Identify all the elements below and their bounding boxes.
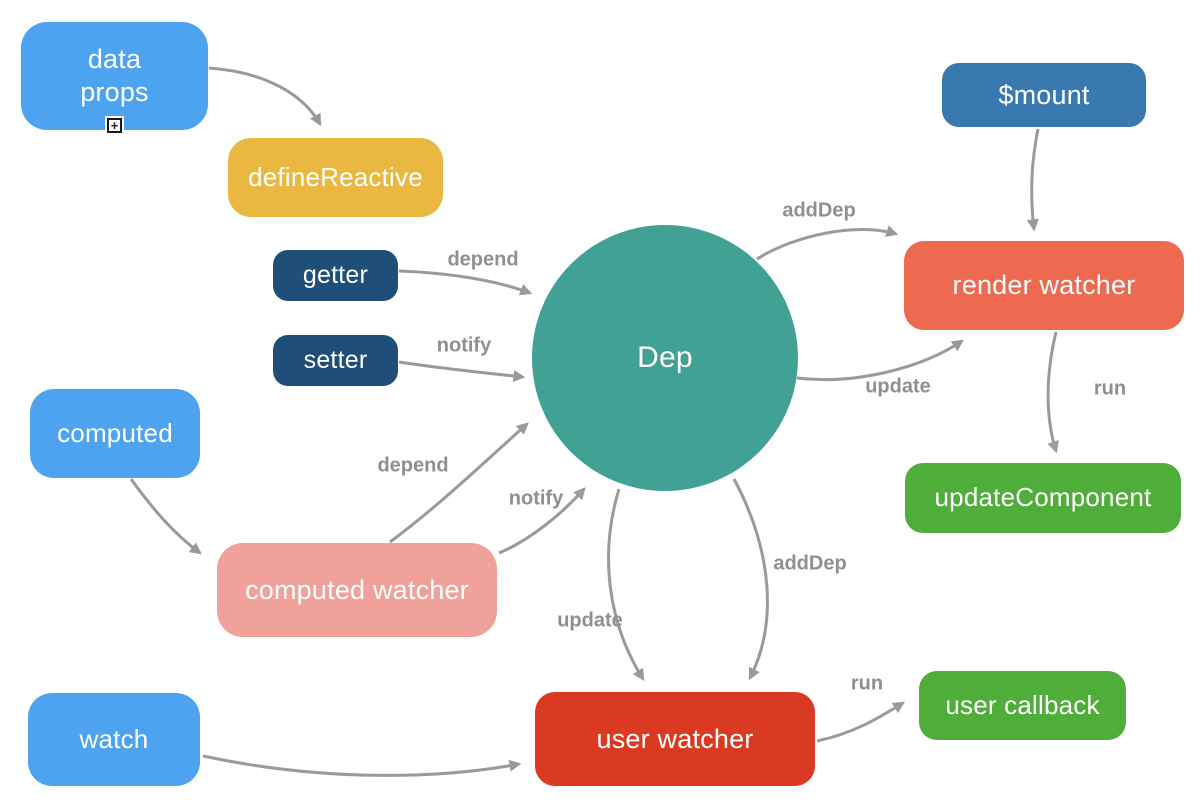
edge-label-user-update: update [557,609,623,632]
arrow-dep-to-render-watcher-update [796,339,964,382]
arrow-user-watcher-to-user-callback [816,701,906,743]
node-user-callback: user callback [919,671,1126,740]
node-define-reactive: defineReactive [228,138,443,217]
arrow-watch-to-user-watcher [202,754,522,777]
node-update-component: updateComponent [905,463,1181,533]
edge-label-user-run: run [850,672,884,695]
arrow-setter-to-dep [398,360,526,382]
node-render-watcher: render watcher [904,241,1184,330]
arrow-render-watcher-to-update-component [1046,331,1059,454]
node-watch: watch [28,693,200,786]
edge-label-render-run: run [1093,377,1127,400]
edge-label-user-adddep: addDep [773,552,847,575]
edge-label-setter-notify: notify [436,334,492,357]
edge-label-render-adddep: addDep [782,199,856,222]
expand-icon[interactable]: + [107,118,122,133]
node-computed: computed [30,389,200,478]
arrow-getter-to-dep [398,269,533,296]
node-setter: setter [273,335,398,386]
edge-label-computed-notify: notify [508,487,564,510]
edge-label-render-update: update [865,375,931,398]
node-dep: Dep [532,225,798,491]
node-mount: $mount [942,63,1146,127]
arrow-data-props-to-define-reactive [208,66,322,127]
arrow-mount-to-render-watcher [1026,128,1040,232]
edge-label-getter-depend: depend [447,248,519,271]
arrow-computed-to-computed-watcher [129,478,202,555]
node-data-props: data props [21,22,208,130]
node-getter: getter [273,250,398,301]
edge-label-computed-depend: depend [377,454,449,477]
arrow-dep-to-user-watcher-adddep [732,478,769,681]
arrow-dep-to-user-watcher-update [607,488,645,682]
node-user-watcher: user watcher [535,692,815,786]
arrow-computed-watcher-to-dep-depend [389,422,529,544]
arrow-dep-to-render-watcher-adddep [756,225,899,261]
node-computed-watcher: computed watcher [217,543,497,637]
